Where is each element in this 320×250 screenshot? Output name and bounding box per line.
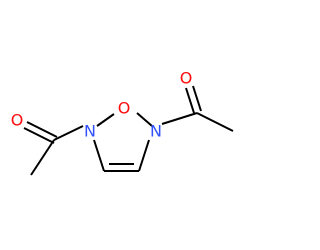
bond-ring-o-n-right	[136, 112, 153, 127]
bond-right-methyl	[196, 112, 234, 132]
molecule-diagram: O N N O O	[0, 0, 250, 250]
atom-n-left: N	[84, 122, 96, 141]
atom-o-carbonyl-left: O	[11, 111, 24, 130]
atom-o-carbonyl-right: O	[180, 69, 193, 88]
atom-n-right: N	[150, 122, 162, 141]
bond-ring-n-right-c	[138, 139, 150, 172]
bond-n-right-carbonyl-c	[161, 112, 198, 125]
bond-right-carbonyl-double-b	[192, 85, 202, 112]
atom-o-ring: O	[118, 99, 131, 118]
bond-left-carbonyl-double-b	[26, 121, 58, 138]
bond-ring-n-left-o	[96, 113, 115, 127]
bond-left-methyl	[30, 139, 55, 176]
background	[0, 0, 250, 250]
bond-left-carbonyl-double-a	[23, 127, 55, 144]
bond-n-left-carbonyl-c	[53, 125, 84, 141]
bond-right-carbonyl-double-a	[185, 87, 195, 114]
bond-ring-c-n-left	[93, 139, 105, 172]
atom-labels: O N N O O	[11, 69, 193, 141]
bonds	[23, 85, 234, 176]
